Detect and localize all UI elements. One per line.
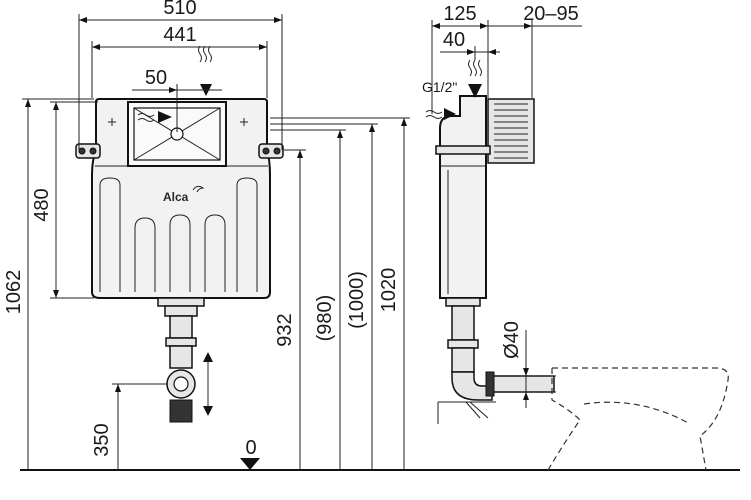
dim-label-20-95: 20–95	[523, 3, 579, 25]
front-rib	[134, 217, 156, 292]
dim-label-1020: 1020	[378, 268, 400, 313]
dim-label-441: 441	[163, 24, 196, 46]
side-flush-pipe-horizontal	[491, 375, 555, 393]
dim-arrows	[115, 384, 121, 392]
dim-arrows	[337, 130, 343, 138]
dim-label-510: 510	[163, 0, 196, 19]
inlet-thread-label: G1/2"	[422, 79, 457, 95]
bolt-icon	[78, 147, 86, 155]
side-dimensions: 125 40 20–95 Ø40	[431, 3, 582, 408]
dim-label-d40: Ø40	[501, 321, 523, 359]
flush-pipe-upper	[169, 315, 193, 339]
bolt-icon	[273, 147, 281, 155]
front-dimensions: 510 441 50 1062 480 350 932	[3, 0, 410, 470]
dim-arrows	[523, 368, 529, 400]
front-view: Alca	[75, 45, 284, 423]
anchor-mark-right	[240, 118, 248, 126]
brand-logo: Alca	[163, 190, 189, 204]
dim-label-40: 40	[443, 29, 465, 51]
pipe-bend-inner	[173, 376, 189, 392]
dim-arrows	[467, 49, 496, 55]
dim-label-50: 50	[145, 67, 167, 89]
bolt-icon	[89, 147, 97, 155]
anchor-mark-left	[108, 118, 116, 126]
dim-label-980: (980)	[314, 295, 336, 342]
side-view: G1/2"	[422, 59, 555, 424]
side-bracket	[435, 145, 491, 155]
side-feet	[437, 401, 496, 424]
dim-label-932: 932	[274, 313, 296, 346]
flush-pipe-collar	[165, 337, 197, 347]
bolt-icon	[262, 147, 270, 155]
dim-label-480: 480	[31, 188, 53, 221]
side-outlet-flange	[445, 297, 481, 307]
dim-label-350: 350	[91, 423, 113, 456]
dim-label-125: 125	[443, 3, 476, 25]
pipe-coupling	[485, 371, 495, 397]
inlet-valve-housing	[439, 95, 487, 151]
side-pipe-lower	[451, 347, 475, 373]
side-flush-pipe	[451, 305, 475, 341]
dim-label-1062: 1062	[3, 270, 25, 315]
pipe-connector	[169, 399, 193, 423]
dim-label-1000: (1000)	[346, 271, 368, 329]
front-rib	[204, 214, 226, 292]
floor-zero-marker-icon	[240, 458, 260, 470]
arrow-down-icon	[203, 406, 213, 416]
flush-pipe-lower	[169, 345, 193, 369]
side-water-flow-symbol	[425, 110, 443, 119]
arrow-right-icon	[444, 108, 456, 120]
dim-label-0: 0	[245, 437, 256, 459]
dim-arrows	[401, 118, 407, 126]
arrow-right-icon	[158, 111, 172, 123]
water-inlet-symbol	[198, 45, 212, 63]
dim-arrows	[169, 87, 177, 93]
actuator-box	[487, 98, 535, 164]
toilet-bowl-outline	[547, 367, 729, 471]
toilet-bowl-front	[552, 367, 729, 471]
front-rib	[99, 177, 121, 292]
front-rib	[169, 214, 191, 292]
flush-outlet-flange	[157, 297, 205, 307]
dim-arrows	[369, 124, 375, 132]
water-inlet-symbol	[468, 59, 482, 77]
front-rib	[236, 177, 258, 292]
toilet-bowl-inner	[583, 401, 691, 425]
water-flow-symbol	[137, 113, 155, 122]
dim-arrows	[297, 150, 303, 158]
cistern-side-body	[439, 149, 487, 299]
dim-arrows	[25, 99, 31, 107]
dim-arrows	[524, 23, 532, 29]
arrow-up-icon	[203, 352, 213, 362]
arrow-down-icon	[468, 84, 482, 98]
side-pipe-collar	[447, 339, 479, 349]
bird-logo-icon	[192, 185, 205, 193]
flush-outlet-ring	[164, 305, 198, 317]
toilet-bowl-back	[547, 368, 581, 471]
